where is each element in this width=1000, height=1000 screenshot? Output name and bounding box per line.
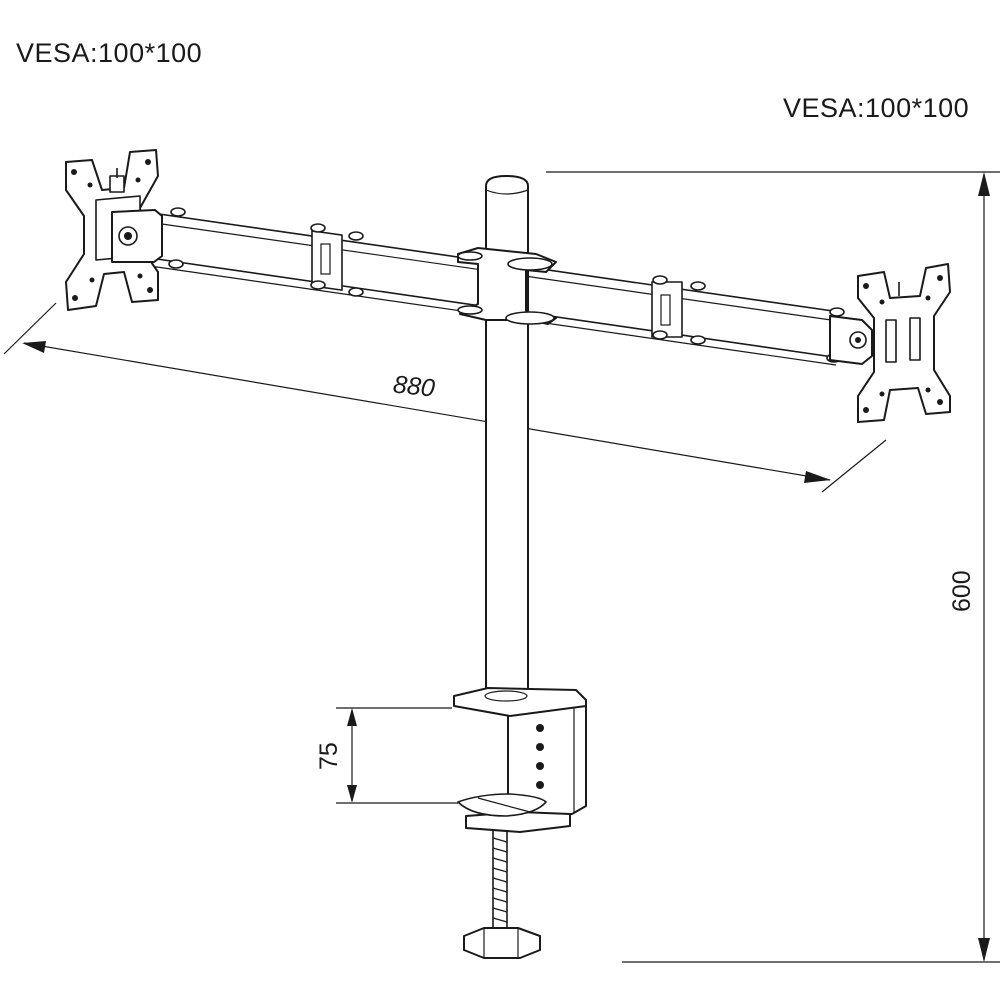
mount-hole bbox=[863, 407, 869, 413]
height-dimension-label: 600 bbox=[948, 570, 976, 612]
arm-joint-left bbox=[310, 223, 364, 297]
mount-hole bbox=[863, 283, 869, 289]
width-dimension bbox=[3, 302, 887, 493]
mount-hole bbox=[137, 273, 143, 279]
height-arrow-top bbox=[978, 172, 990, 196]
clamp-hole bbox=[536, 762, 544, 770]
pad-detail bbox=[477, 797, 531, 813]
mount-hole bbox=[937, 275, 943, 281]
hub-collar-left-bottom bbox=[457, 305, 483, 315]
pivot-bolt-center bbox=[855, 337, 861, 343]
bolt-head bbox=[310, 223, 326, 233]
mount-hole bbox=[925, 295, 931, 301]
mount-hole bbox=[879, 299, 885, 305]
mount-hole bbox=[87, 182, 93, 188]
desk-clamp bbox=[453, 687, 587, 959]
pole-base-ring bbox=[484, 690, 528, 702]
mount-hole bbox=[89, 277, 95, 283]
bolt-head bbox=[690, 281, 706, 291]
width-arrow-right bbox=[804, 471, 831, 483]
width-dimension-line bbox=[23, 342, 831, 481]
clamp-hole bbox=[536, 743, 544, 751]
mount-hole bbox=[147, 287, 153, 293]
width-extension-line-right bbox=[821, 439, 887, 493]
mount-hole bbox=[937, 399, 943, 405]
mount-hole bbox=[879, 391, 885, 397]
rod-threads bbox=[492, 837, 508, 923]
center-hub bbox=[457, 247, 557, 325]
clamp-dimension-label: 75 bbox=[315, 742, 343, 770]
width-dimension-label: 880 bbox=[392, 370, 437, 402]
clamp-arrow-bottom bbox=[347, 785, 357, 803]
vesa-plate-left bbox=[65, 149, 163, 311]
pole-cap-line bbox=[485, 189, 529, 195]
width-arrow-left bbox=[22, 341, 46, 353]
bolt-head bbox=[348, 287, 364, 297]
vesa-label-right: VESA:100*100 bbox=[783, 93, 969, 123]
arm-joint-right bbox=[651, 275, 706, 345]
hub-collar-left bbox=[457, 251, 483, 261]
vesa-label-left: VESA:100*100 bbox=[16, 38, 202, 68]
mount-hole bbox=[925, 387, 931, 393]
height-arrow-bottom bbox=[978, 938, 990, 962]
tilt-knob-left bbox=[109, 175, 125, 193]
bolt-head bbox=[168, 259, 184, 269]
bolt-head bbox=[690, 335, 706, 345]
vesa-plate-right bbox=[829, 263, 951, 423]
mount-hole bbox=[145, 159, 151, 165]
bolt-head bbox=[652, 330, 668, 340]
height-dimension bbox=[546, 171, 1000, 963]
clamp-knob bbox=[463, 927, 541, 959]
mount-hole bbox=[72, 295, 78, 301]
width-extension-line-left bbox=[3, 302, 57, 355]
mount-hole bbox=[71, 169, 77, 175]
hub-collar-bottom bbox=[505, 311, 555, 325]
plate-slot bbox=[909, 317, 921, 361]
clamp-hole bbox=[536, 724, 544, 732]
bolt-head bbox=[348, 231, 364, 241]
bolt-head bbox=[170, 207, 186, 217]
hub-collar-top bbox=[507, 257, 553, 271]
bolt-head bbox=[829, 307, 845, 317]
plate-slot bbox=[885, 319, 897, 363]
pivot-bolt-center bbox=[124, 232, 132, 240]
bolt-head bbox=[652, 275, 668, 285]
bolt-head bbox=[310, 280, 326, 290]
clamp-hole bbox=[536, 781, 544, 789]
mount-hole bbox=[135, 177, 141, 183]
clamp-top-plate bbox=[453, 687, 587, 717]
clamp-arrow-top bbox=[347, 708, 357, 726]
joint-block-right bbox=[651, 281, 683, 338]
joint-slot-right bbox=[660, 294, 671, 326]
joint-block-left bbox=[311, 230, 343, 291]
joint-slot-left bbox=[320, 243, 331, 275]
clamp-dimension bbox=[336, 707, 458, 804]
